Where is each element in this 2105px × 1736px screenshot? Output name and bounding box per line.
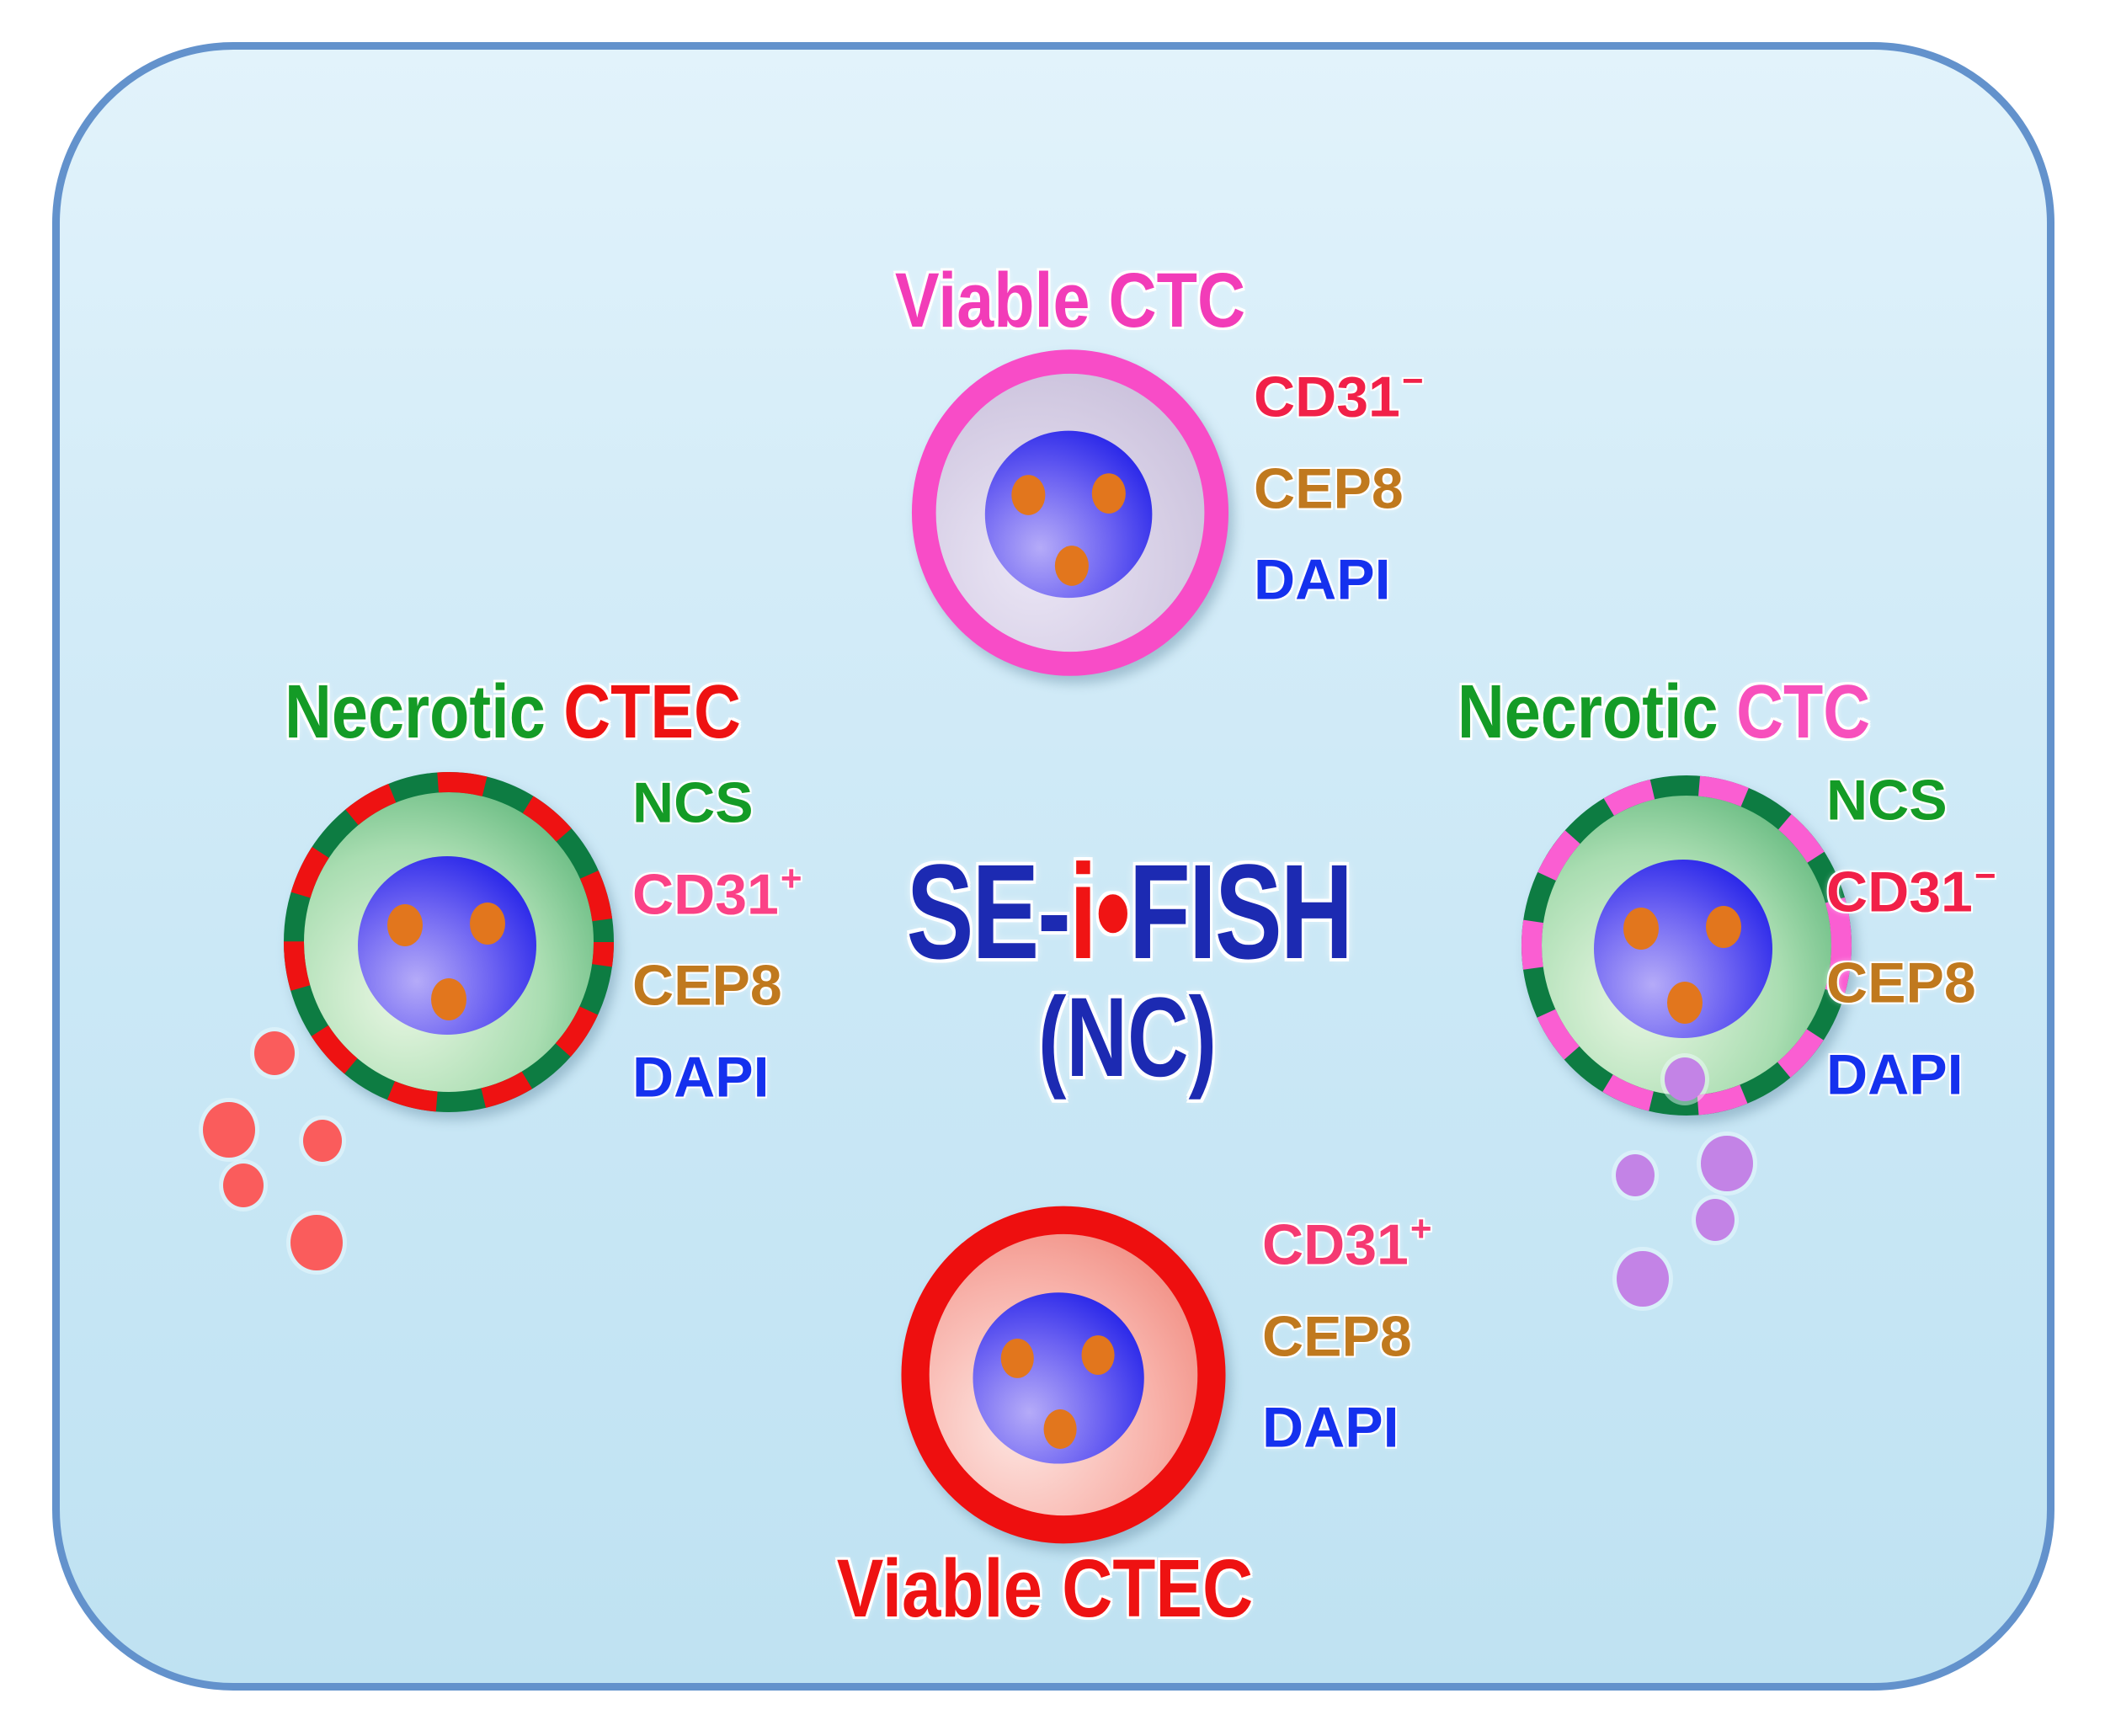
necrotic-word: Necrotic	[1457, 670, 1737, 754]
red-i: i	[1068, 836, 1097, 987]
viable-ctc-title: Viable CTC	[894, 258, 1246, 343]
marker-label: NCS	[632, 770, 754, 835]
marker-label: CD31+	[632, 857, 802, 927]
viable-ctc-labels: CD31− CEP8 DAPI	[1254, 345, 1424, 620]
necrotic-ctc-labels: NCS CD31− CEP8 DAPI	[1826, 748, 1996, 1115]
necrotic-ctec-labels: NCS CD31+ CEP8 DAPI	[632, 751, 802, 1117]
necrotic-ctec-title: Necrotic CTEC	[223, 669, 802, 757]
necrotic-ctc-title: Necrotic CTC	[1374, 669, 1953, 757]
necrotic-ctc-debris-dot	[1701, 1135, 1753, 1192]
necrotic-ctc-membrane-dashes	[1521, 775, 1852, 1116]
necrotic-ctc-debris-dot	[1617, 1250, 1669, 1307]
ctc-word: CTC	[1736, 670, 1871, 754]
fish-word: FISH	[1128, 836, 1354, 987]
necrotic-ctc-debris-dot	[1665, 1057, 1705, 1101]
cep8-signal-dot	[1623, 908, 1659, 950]
necrotic-ctec-debris-dot	[254, 1031, 295, 1075]
viable-ctec-cell-graphic	[901, 1206, 1226, 1544]
cep8-signal-dot	[431, 978, 466, 1020]
viable-ctc-nucleus	[984, 430, 1153, 599]
necrotic-ctec-membrane-dashes	[284, 772, 614, 1112]
marker-label: DAPI	[1254, 547, 1391, 612]
se-prefix: SE-	[906, 836, 1072, 987]
cep8-signal-dot	[1706, 906, 1741, 948]
necrotic-ctec-debris-dot	[303, 1120, 342, 1162]
cep8-signal-dot	[1091, 473, 1126, 514]
viable-ctec-labels: CD31+ CEP8 DAPI	[1262, 1193, 1432, 1467]
marker-label: DAPI	[632, 1045, 770, 1110]
cep8-signal-dot	[1667, 982, 1703, 1024]
marker-label: NCS	[1826, 768, 1948, 833]
necrotic-ctec-cell-graphic	[284, 772, 614, 1112]
marker-label: CEP8	[1262, 1304, 1412, 1369]
marker-label: CD31−	[1826, 855, 1996, 924]
necrotic-ctec-debris-dot	[223, 1164, 264, 1207]
cep8-signal-dot	[1011, 475, 1046, 515]
marker-label: DAPI	[1262, 1395, 1399, 1460]
cep8-signal-dot	[1043, 1409, 1077, 1449]
necrotic-ctc-cell-graphic	[1521, 775, 1852, 1116]
viable-ctec-title: Viable CTEC	[836, 1542, 1254, 1634]
necrotic-ctc-nucleus	[1594, 860, 1772, 1038]
cep8-signal-dot	[1054, 546, 1089, 586]
marker-label: DAPI	[1826, 1042, 1964, 1107]
viable-ctc-cell-graphic	[911, 349, 1229, 676]
figure-panel: Viable CTC CD31− CEP8 DAPI Necrotic CTEC	[52, 42, 2054, 1691]
marker-label: CEP8	[632, 953, 782, 1018]
marker-label: CEP8	[1254, 456, 1404, 521]
red-dot: •	[1095, 836, 1131, 987]
cep8-signal-dot	[387, 904, 423, 946]
center-nc-subtitle: (NC)	[1037, 975, 1218, 1100]
necrotic-ctc-debris-dot	[1696, 1199, 1735, 1241]
center-method-title: SE-i•FISH	[906, 831, 1354, 993]
ctec-word: CTEC	[563, 670, 741, 754]
marker-label: CD31−	[1254, 360, 1424, 429]
necrotic-ctec-debris-dot	[203, 1101, 255, 1158]
necrotic-ctec-nucleus	[358, 856, 536, 1035]
marker-label: CD31+	[1262, 1208, 1432, 1277]
viable-ctec-nucleus	[973, 1292, 1144, 1464]
necrotic-ctc-debris-dot	[1616, 1154, 1655, 1196]
necrotic-word: Necrotic	[285, 670, 564, 754]
necrotic-ctec-debris-dot	[290, 1214, 343, 1271]
cep8-signal-dot	[470, 903, 505, 945]
marker-label: CEP8	[1826, 951, 1976, 1015]
cep8-signal-dot	[1081, 1335, 1115, 1375]
cep8-signal-dot	[1000, 1339, 1034, 1378]
